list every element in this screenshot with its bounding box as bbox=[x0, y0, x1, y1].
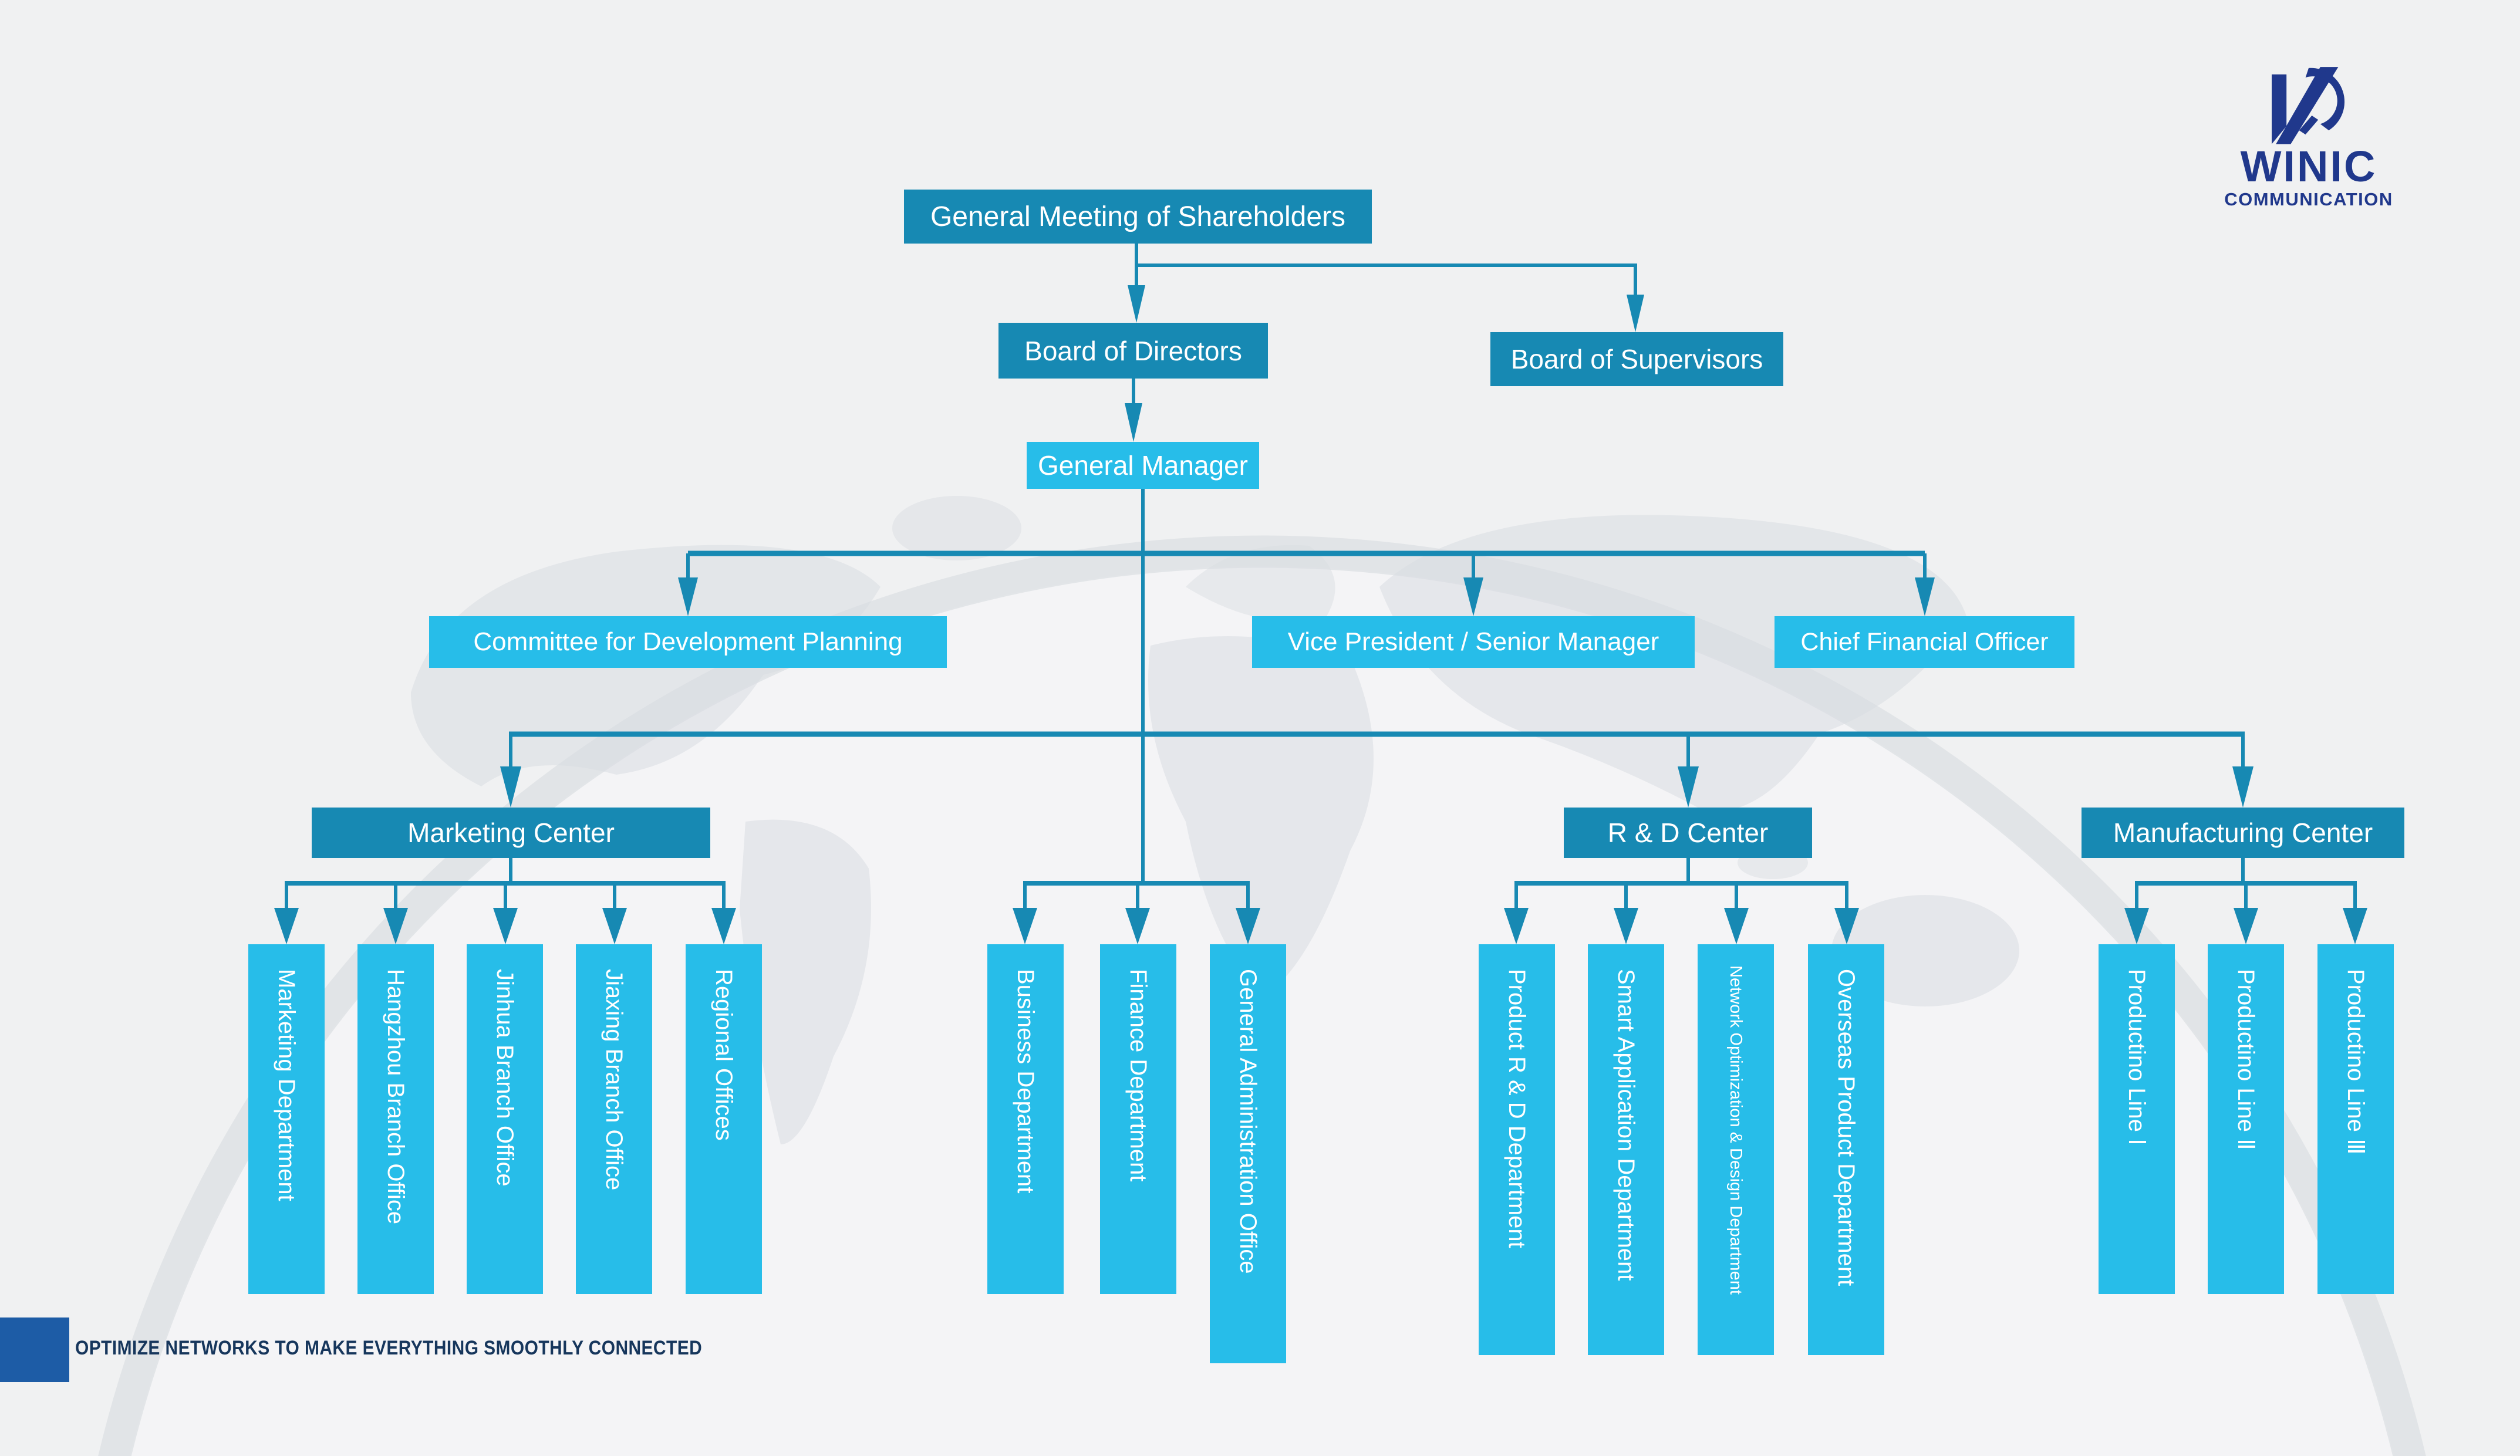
vertical-label: Regional Offices bbox=[711, 969, 737, 1141]
node-business-department: Business Department bbox=[987, 944, 1064, 1294]
vertical-label: Smart Application Department bbox=[1613, 969, 1639, 1281]
node-committee-for-development-planning: Committee for Development Planning bbox=[429, 616, 947, 668]
tagline-accent-square bbox=[0, 1318, 69, 1382]
tagline-text: OPTIMIZE NETWORKS TO MAKE EVERYTHING SMO… bbox=[75, 1337, 788, 1360]
vertical-label: Hangzhou Branch Office bbox=[383, 969, 409, 1225]
node-manufacturing-center: Manufacturing Center bbox=[2082, 808, 2404, 858]
vertical-label: General Administration Office bbox=[1235, 969, 1261, 1274]
node-jinhua-branch-office: Jinhua Branch Office bbox=[467, 944, 543, 1294]
node-smart-application-department: Smart Application Department bbox=[1588, 944, 1664, 1355]
vertical-label: Productino Line Ⅰ bbox=[2124, 969, 2150, 1146]
node-general-administration-office: General Administration Office bbox=[1210, 944, 1286, 1363]
node-overseas-product-department: Overseas Product Department bbox=[1808, 944, 1884, 1355]
node-regional-offices: Regional Offices bbox=[686, 944, 762, 1294]
node-network-optimization-design-department: Network Optimization & Design Department bbox=[1698, 944, 1774, 1355]
node-vice-president-senior-manager: Vice President / Senior Manager bbox=[1252, 616, 1695, 668]
vertical-label: Productino Line Ⅲ bbox=[2343, 969, 2369, 1155]
node-board-of-supervisors: Board of Supervisors bbox=[1490, 332, 1783, 386]
company-logo: WINIC COMMUNICATION bbox=[2219, 65, 2398, 210]
node-rnd-center: R & D Center bbox=[1564, 808, 1812, 858]
node-production-line-3: Productino Line Ⅲ bbox=[2317, 944, 2394, 1294]
node-chief-financial-officer: Chief Financial Officer bbox=[1775, 616, 2074, 668]
node-general-manager: General Manager bbox=[1027, 442, 1259, 489]
node-marketing-center: Marketing Center bbox=[312, 808, 710, 858]
vertical-label: Business Department bbox=[1013, 969, 1038, 1194]
node-production-line-1: Productino Line Ⅰ bbox=[2099, 944, 2175, 1294]
vertical-label: Overseas Product Department bbox=[1833, 969, 1859, 1286]
node-hangzhou-branch-office: Hangzhou Branch Office bbox=[357, 944, 434, 1294]
vertical-label: Marketing Department bbox=[274, 969, 299, 1201]
winic-logo-mark-icon bbox=[2272, 67, 2345, 144]
node-production-line-2: Productino Line Ⅱ bbox=[2208, 944, 2284, 1294]
node-board-of-directors: Board of Directors bbox=[998, 323, 1268, 379]
vertical-label: Jiaxing Branch Office bbox=[601, 969, 627, 1191]
node-marketing-department: Marketing Department bbox=[248, 944, 325, 1294]
node-finance-department: Finance Department bbox=[1100, 944, 1176, 1294]
logo-brand-text: WINIC bbox=[2240, 142, 2377, 191]
vertical-label: Finance Department bbox=[1125, 969, 1151, 1182]
tagline-text-inner: OPTIMIZE NETWORKS TO MAKE EVERYTHING SMO… bbox=[75, 1337, 703, 1359]
node-general-meeting-of-shareholders: General Meeting of Shareholders bbox=[904, 190, 1372, 244]
vertical-label: Network Optimization & Design Department bbox=[1726, 965, 1745, 1295]
node-jiaxing-branch-office: Jiaxing Branch Office bbox=[576, 944, 652, 1294]
logo-subtitle-text: COMMUNICATION bbox=[2224, 189, 2393, 210]
node-product-rnd-department: Product R & D Department bbox=[1479, 944, 1555, 1355]
vertical-label: Jinhua Branch Office bbox=[492, 969, 518, 1187]
vertical-label: Product R & D Department bbox=[1504, 969, 1530, 1248]
vertical-label: Productino Line Ⅱ bbox=[2233, 969, 2259, 1150]
